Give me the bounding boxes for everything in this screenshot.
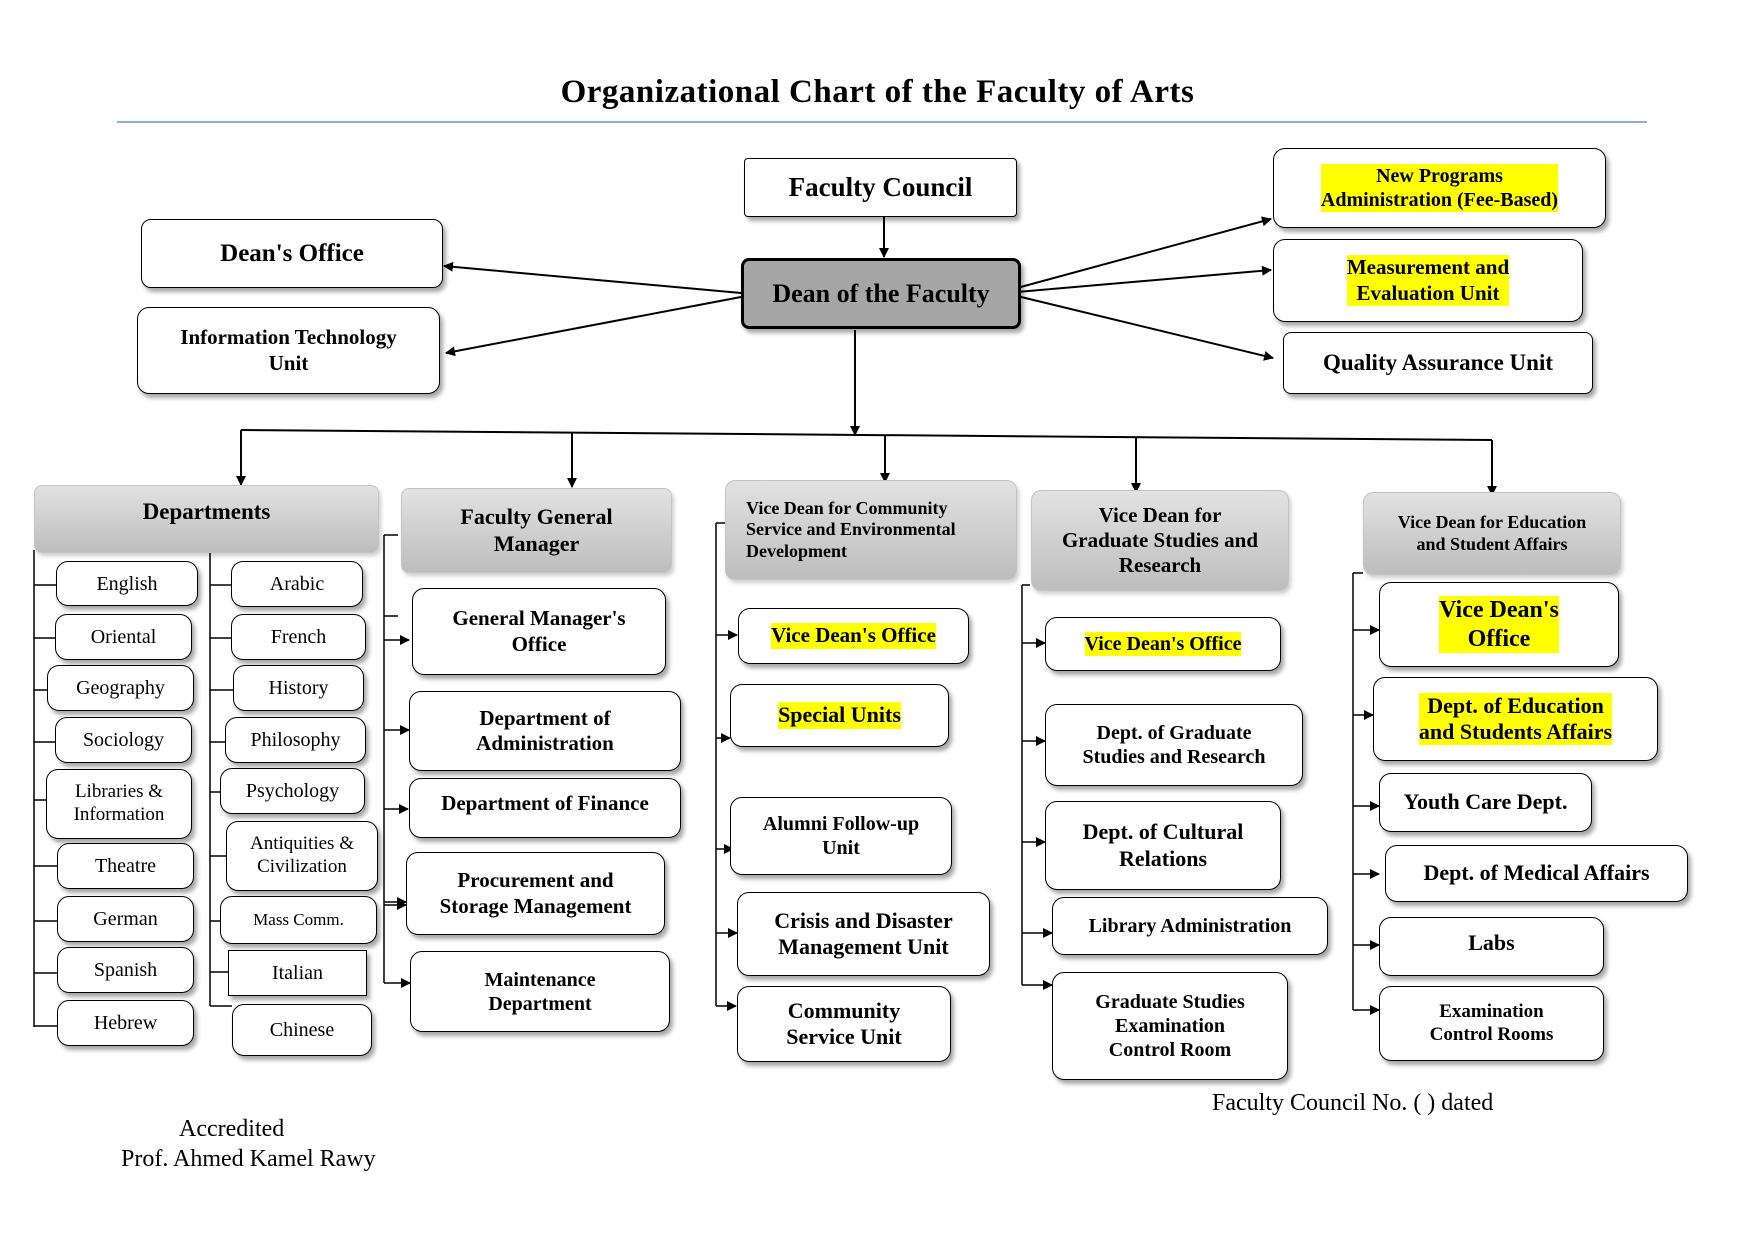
education-vice-dean-header: Vice Dean for Education and Student Affa… (1363, 492, 1621, 575)
dept-arabic: Arabic (231, 561, 363, 607)
examination-control-rooms-box: Examination Control Rooms (1379, 986, 1604, 1061)
dept-oriental: Oriental (55, 614, 192, 660)
dept-italian: Italian (228, 950, 367, 996)
graduate-exam-control-room-box: Graduate Studies Examination Control Roo… (1052, 972, 1288, 1080)
general-manager-header: Faculty General Manager (401, 488, 672, 573)
dept-spanish: Spanish (57, 947, 194, 993)
faculty-council-box: Faculty Council (744, 158, 1017, 217)
signatory-name: Prof. Ahmed Kamel Rawy (121, 1146, 376, 1172)
gm-maintenance-box: Maintenance Department (410, 951, 670, 1032)
dept-geography: Geography (47, 665, 194, 711)
chart-title: Organizational Chart of the Faculty of A… (560, 74, 1195, 110)
dept-philosophy: Philosophy (225, 717, 366, 763)
gm-office-box: General Manager's Office (412, 588, 666, 675)
dept-french: French (231, 614, 366, 660)
dept-libraries-information: Libraries & Information (46, 769, 192, 839)
dept-sociology: Sociology (55, 717, 192, 763)
dept-mass-comm: Mass Comm. (220, 896, 377, 944)
gm-finance-box: Department of Finance (409, 778, 681, 838)
crisis-disaster-box: Crisis and Disaster Management Unit (737, 892, 990, 976)
dean-of-faculty-box: Dean of the Faculty (741, 258, 1021, 329)
education-vice-deans-office-box: Vice Dean's Office (1379, 582, 1619, 667)
medical-affairs-box: Dept. of Medical Affairs (1385, 845, 1688, 902)
accredited-label: Accredited (179, 1116, 285, 1142)
dept-psychology: Psychology (220, 768, 365, 814)
departments-header: Departments (34, 485, 379, 553)
community-vice-dean-header: Vice Dean for Community Service and Envi… (725, 480, 1017, 580)
graduate-studies-research-box: Dept. of Graduate Studies and Research (1045, 704, 1303, 786)
dept-chinese: Chinese (232, 1004, 372, 1056)
youth-care-box: Youth Care Dept. (1379, 773, 1592, 832)
gm-administration-box: Department of Administration (409, 691, 681, 771)
deans-office-box: Dean's Office (141, 219, 443, 288)
quality-assurance-box: Quality Assurance Unit (1283, 332, 1593, 394)
measurement-unit-box: Measurement and Evaluation Unit (1273, 239, 1583, 322)
alumni-follow-up-box: Alumni Follow-up Unit (730, 797, 952, 875)
library-administration-box: Library Administration (1052, 897, 1328, 955)
dept-german: German (57, 896, 194, 942)
new-programs-box: New Programs Administration (Fee-Based) (1273, 148, 1606, 228)
graduate-vice-deans-office-box: Vice Dean's Office (1045, 617, 1281, 671)
graduate-vice-dean-header: Vice Dean for Graduate Studies and Resea… (1031, 490, 1289, 591)
dept-antiquities-civilization: Antiquities & Civilization (226, 821, 378, 891)
gm-procurement-box: Procurement and Storage Management (406, 852, 665, 935)
community-service-unit-box: Community Service Unit (737, 986, 951, 1062)
it-unit-box: Information Technology Unit (137, 307, 440, 394)
dept-history: History (233, 665, 364, 711)
council-note: Faculty Council No. ( ) dated (1212, 1090, 1494, 1116)
special-units-box: Special Units (730, 684, 949, 747)
community-vice-deans-office-box: Vice Dean's Office (738, 608, 969, 664)
dept-theatre: Theatre (57, 843, 194, 889)
dept-hebrew: Hebrew (57, 1000, 194, 1046)
education-students-affairs-box: Dept. of Education and Students Affairs (1373, 677, 1658, 761)
dept-english: English (56, 561, 198, 606)
labs-box: Labs (1379, 917, 1604, 976)
title-rule (117, 121, 1647, 123)
cultural-relations-box: Dept. of Cultural Relations (1045, 801, 1281, 890)
